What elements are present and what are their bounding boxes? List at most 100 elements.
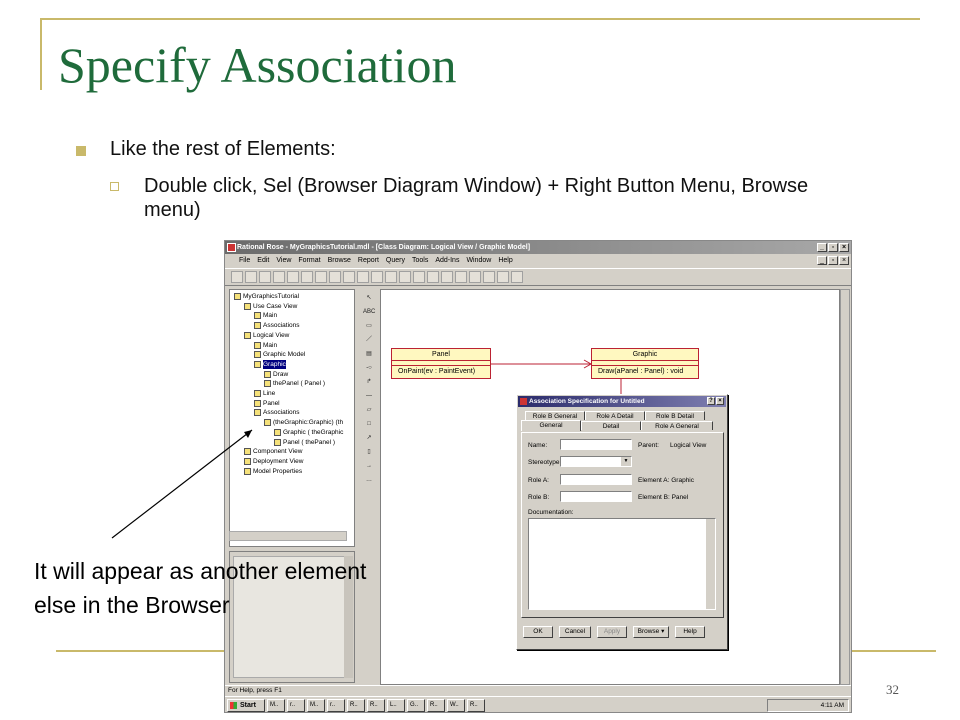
cut-icon[interactable]	[273, 271, 285, 283]
tab-role-b-detail[interactable]: Role B Detail	[645, 411, 705, 420]
toolbox-tool-icon[interactable]: ABC	[363, 309, 376, 315]
tab-role-b-general[interactable]: Role B General	[525, 411, 585, 420]
print-icon[interactable]	[315, 271, 327, 283]
taskbar-task-button[interactable]: M..	[307, 698, 325, 712]
menu-view[interactable]: View	[276, 257, 292, 264]
browser-tree-item[interactable]: Main	[254, 341, 277, 350]
documentation-area[interactable]	[233, 556, 345, 678]
tab-role-a-general[interactable]: Role A General	[641, 421, 713, 430]
taskbar-task-button[interactable]: R..	[467, 698, 485, 712]
copy-icon[interactable]	[287, 271, 299, 283]
browser-tree-item[interactable]: Logical View	[244, 331, 289, 340]
browser-tree-item[interactable]: Graphic ( theGraphic	[274, 428, 343, 437]
back-icon[interactable]	[441, 271, 453, 283]
start-button[interactable]: Start	[227, 698, 265, 712]
menu-report[interactable]: Report	[357, 257, 379, 264]
browser-tree-item[interactable]: Graphic Model	[254, 350, 305, 359]
ok-button[interactable]: OK	[523, 626, 553, 638]
browser-horizontal-scrollbar[interactable]	[229, 531, 347, 541]
dropdown-arrow-icon[interactable]: ▼	[621, 457, 631, 466]
taskbar-task-button[interactable]: r..	[287, 698, 305, 712]
apply-button[interactable]: Apply	[597, 626, 627, 638]
browse-button[interactable]: Browse ▾	[633, 626, 669, 638]
taskbar-task-button[interactable]: R..	[347, 698, 365, 712]
menu-edit[interactable]: Edit	[257, 257, 270, 264]
documentation-scrollbar[interactable]	[344, 556, 353, 678]
toolbox-tool-icon[interactable]: →	[366, 463, 372, 469]
taskbar-task-button[interactable]: W..	[447, 698, 465, 712]
documentation-textarea[interactable]	[528, 518, 716, 610]
component-icon[interactable]	[385, 271, 397, 283]
forward-icon[interactable]	[455, 271, 467, 283]
browser-tree-item[interactable]: Model Properties	[244, 467, 302, 476]
taskbar-task-button[interactable]: G..	[407, 698, 425, 712]
toolbox-tool-icon[interactable]: —	[366, 393, 372, 399]
browser-tree-item[interactable]: Associations	[254, 321, 300, 330]
tab-general[interactable]: General	[521, 420, 581, 431]
open-icon[interactable]	[245, 271, 257, 283]
browser-tree-item[interactable]: Associations	[254, 408, 300, 417]
browser-tree-item[interactable]: (theGraphic:Graphic) (th	[264, 418, 343, 427]
panel-class-box[interactable]: Panel OnPaint(ev : PaintEvent)	[391, 348, 491, 379]
window-titlebar[interactable]: Rational Rose - MyGraphicsTutorial.mdl -…	[225, 241, 851, 254]
cancel-button[interactable]: Cancel	[559, 626, 591, 638]
menu-browse[interactable]: Browse	[327, 257, 351, 264]
help-question-button[interactable]: ?	[707, 397, 715, 405]
taskbar-task-button[interactable]: r..	[327, 698, 345, 712]
mdi-restore-button[interactable]: ▫	[828, 256, 838, 265]
browser-tree-item[interactable]: Deployment View	[244, 457, 303, 466]
save-icon[interactable]	[259, 271, 271, 283]
canvas-vertical-scrollbar[interactable]	[840, 289, 850, 685]
minimize-button[interactable]: _	[817, 243, 827, 252]
menu-query[interactable]: Query	[385, 257, 405, 264]
browser-tree-item[interactable]: Line	[254, 389, 275, 398]
graphic-class-box[interactable]: Graphic Draw(aPanel : Panel) : void	[591, 348, 699, 379]
menu-addins[interactable]: Add-Ins	[435, 257, 460, 264]
mdi-minimize-button[interactable]: _	[817, 256, 827, 265]
name-input[interactable]	[560, 439, 632, 450]
browser-tree-item[interactable]: MyGraphicsTutorial	[234, 292, 299, 301]
undo-fit-icon[interactable]	[511, 271, 523, 283]
toolbox-tool-icon[interactable]: ▱	[366, 407, 372, 413]
class-icon[interactable]	[371, 271, 383, 283]
toolbox-tool-icon[interactable]: ／	[365, 337, 372, 343]
tab-role-a-detail[interactable]: Role A Detail	[585, 411, 645, 420]
class-diagram-canvas[interactable]: Panel OnPaint(ev : PaintEvent) Graphic D…	[380, 289, 840, 685]
toolbox-tool-icon[interactable]: ▯	[367, 449, 371, 455]
new-icon[interactable]	[231, 271, 243, 283]
activity-icon[interactable]	[427, 271, 439, 283]
taskbar-task-button[interactable]: R..	[367, 698, 385, 712]
menu-window[interactable]: Window	[466, 257, 492, 264]
browse-icon[interactable]	[343, 271, 355, 283]
documentation-textarea-scrollbar[interactable]	[706, 519, 715, 609]
menu-help[interactable]: Help	[498, 257, 513, 264]
state-icon[interactable]	[413, 271, 425, 283]
help-icon[interactable]	[329, 271, 341, 283]
zoom-out-icon[interactable]	[483, 271, 495, 283]
restore-button[interactable]: ▫	[828, 243, 838, 252]
browser-tree-item[interactable]: Draw	[264, 370, 288, 379]
toolbox-tool-icon[interactable]: ↗	[366, 435, 372, 441]
menu-format[interactable]: Format	[298, 257, 321, 264]
toolbox-tool-icon[interactable]: …	[366, 477, 372, 483]
toolbox-tool-icon[interactable]: ↱	[366, 379, 372, 385]
toolbox-tool-icon[interactable]: -○	[366, 365, 372, 371]
browser-tree-item[interactable]: Panel	[254, 399, 280, 408]
fit-icon[interactable]	[497, 271, 509, 283]
close-button[interactable]: ×	[839, 243, 849, 252]
taskbar-task-button[interactable]: L..	[387, 698, 405, 712]
stereotype-dropdown[interactable]: ▼	[560, 456, 632, 467]
browser-tree-item[interactable]: Use Case View	[244, 302, 297, 311]
role-b-input[interactable]	[560, 491, 632, 502]
tab-detail[interactable]: Detail	[581, 421, 641, 430]
menu-file[interactable]: File	[239, 257, 251, 264]
browser-tree-item[interactable]: Component View	[244, 447, 302, 456]
role-a-input[interactable]	[560, 474, 632, 485]
toolbox-tool-icon[interactable]: □	[367, 421, 371, 427]
toolbox-tool-icon[interactable]: ▤	[366, 351, 372, 357]
taskbar-task-button[interactable]: M..	[267, 698, 285, 712]
deployment-icon[interactable]	[399, 271, 411, 283]
mdi-close-button[interactable]: ×	[839, 256, 849, 265]
paste-icon[interactable]	[301, 271, 313, 283]
